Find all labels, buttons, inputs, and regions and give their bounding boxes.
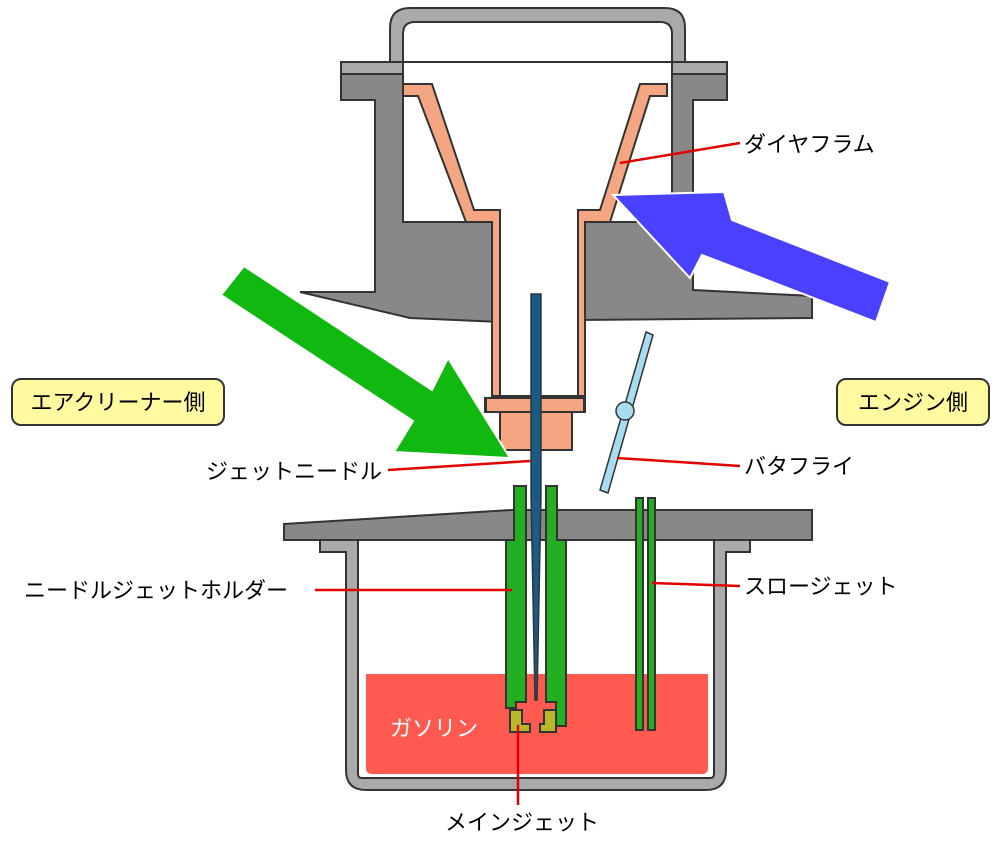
upper-flange-right (671, 61, 728, 75)
label-slow-jet: スロージェット (744, 575, 898, 600)
needle-jet-holder-right (545, 485, 567, 727)
needle-jet-holder-left (505, 485, 527, 709)
leader-diaphragm (619, 141, 741, 165)
main-jet-left (509, 709, 531, 733)
air-cleaner-side-box (11, 378, 225, 426)
air-cleaner-side-label: エアクリーナー側 (31, 391, 206, 416)
slow-jet-left (635, 497, 644, 731)
float-bowl (319, 539, 751, 791)
upper-flange-left (340, 61, 404, 75)
butterfly-pivot (615, 401, 635, 421)
leader-slow-jet (651, 581, 741, 588)
engine-suction-arrow (610, 190, 892, 324)
jet-needle (530, 293, 542, 701)
leader-butterfly (616, 456, 741, 468)
main-jet-right (539, 709, 557, 733)
label-gasoline: ガソリン (390, 717, 478, 742)
fuel-pool (366, 674, 708, 774)
label-main-jet: メインジェット (445, 811, 599, 836)
label-butterfly: バタフライ (744, 455, 854, 480)
air-inflow-arrow (219, 264, 512, 460)
slow-jet-right (647, 497, 656, 731)
upper-body-left (299, 73, 501, 324)
top-cover-inner (402, 21, 673, 63)
label-needle-jet-holder: ニードルジェットホルダー (24, 579, 288, 604)
leader-jet-needle (387, 459, 531, 472)
engine-side-label: エンジン側 (858, 391, 968, 416)
label-diaphragm: ダイヤフラム (744, 133, 875, 158)
label-jet-needle: ジェットニードル (206, 460, 382, 485)
engine-side-box (836, 378, 990, 426)
